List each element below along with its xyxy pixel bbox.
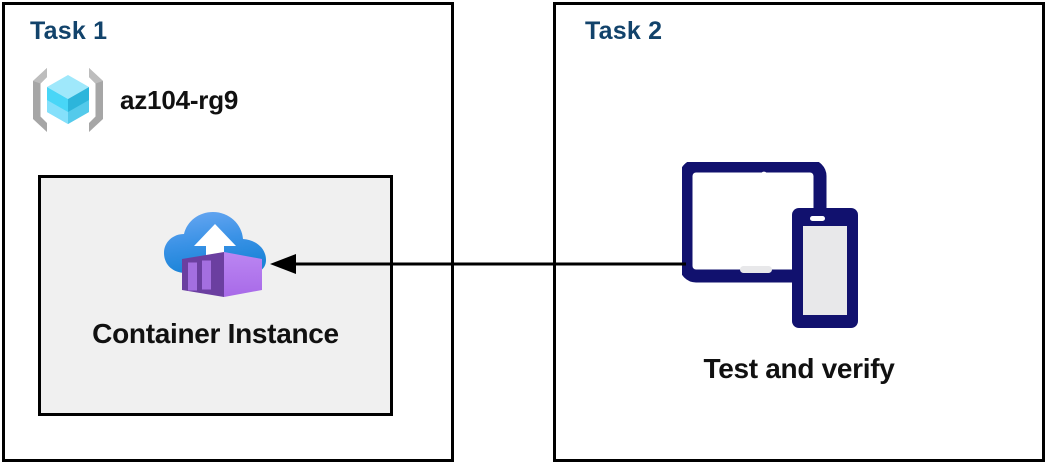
azure-container-instance-icon: [163, 212, 266, 297]
task2-to-container-arrow: [270, 254, 686, 274]
resource-group-name: az104-rg9: [120, 84, 239, 115]
resource-group-row: az104-rg9: [30, 64, 238, 136]
tablet-and-phone-icon: [682, 162, 858, 328]
container-instance-caption: Container Instance: [92, 318, 339, 349]
task-2-label: Task 2: [585, 17, 663, 45]
container-instance-box: Container Instance: [38, 175, 393, 416]
test-and-verify-caption: Test and verify: [703, 353, 895, 384]
task-1-label: Task 1: [30, 17, 108, 45]
azure-resource-group-icon: [33, 68, 103, 132]
